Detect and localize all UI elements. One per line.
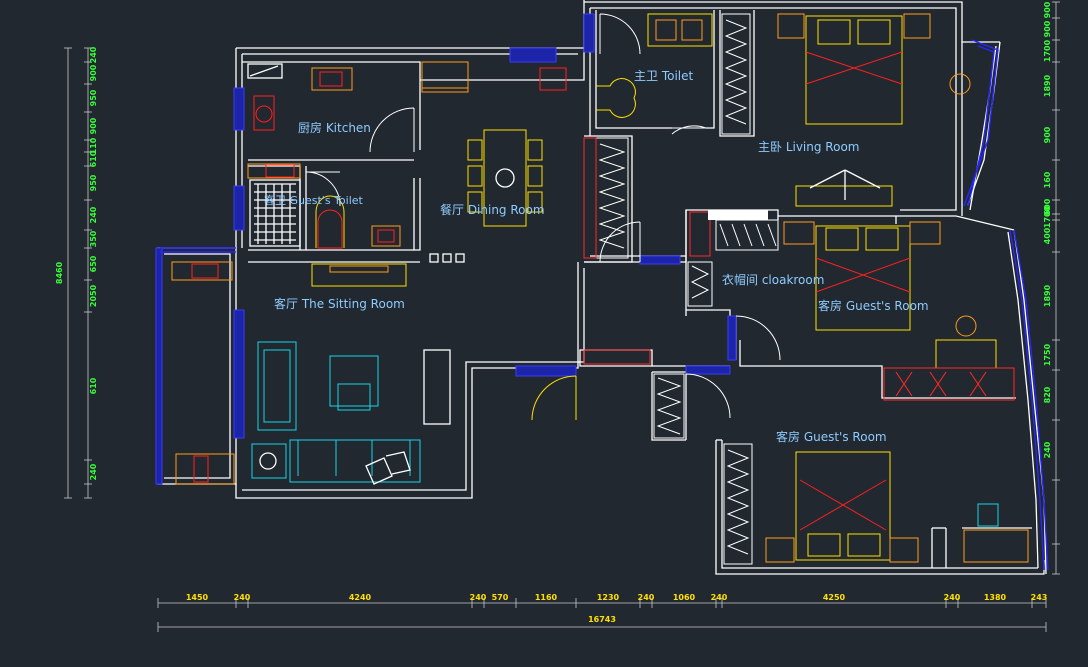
- dimension-total-width: 16743: [588, 615, 616, 624]
- dimension-left-0: 240: [89, 46, 98, 63]
- label-guest-room-1: 客房 Guest's Room: [818, 298, 929, 313]
- dimension-left-10: 2050: [89, 284, 98, 307]
- dimension-bottom-8: 1060: [673, 593, 696, 602]
- dimension-left-total: 8460: [55, 261, 64, 284]
- furniture: [171, 13, 1029, 565]
- label-guest-room-2: 客房 Guest's Room: [776, 429, 887, 444]
- dimension-bottom-3: 240: [470, 593, 487, 602]
- dimension-bottom-12: 1380: [984, 593, 1007, 602]
- dimension-right-5: 160: [1043, 171, 1052, 188]
- dimension-bottom-10: 4250: [823, 593, 846, 602]
- dimensions-right: 9009001700189090016060017004001890175082…: [1043, 1, 1060, 575]
- dimension-right-2: 1700: [1043, 39, 1052, 62]
- dimension-right-6: 600: [1043, 198, 1052, 215]
- label-kitchen: 厨房 Kitchen: [298, 120, 371, 135]
- dimension-bottom-11: 240: [944, 593, 961, 602]
- dimension-left-11: 610: [89, 377, 98, 394]
- dimension-right-4: 900: [1043, 126, 1052, 143]
- dimension-right-11: 820: [1043, 386, 1052, 403]
- dimension-bottom-4: 570: [492, 593, 509, 602]
- room-labels: 厨房 Kitchen 客卫 Guest's Toilet 餐厅 Dining R…: [264, 69, 929, 444]
- dimension-bottom-7: 240: [638, 593, 655, 602]
- dimension-right-12: 240: [1043, 441, 1052, 458]
- dimension-right-1: 900: [1043, 20, 1052, 37]
- dimension-bottom-1: 240: [234, 593, 251, 602]
- label-guest-toilet: 客卫 Guest's Toilet: [264, 193, 364, 207]
- dimension-right-7: 1700: [1043, 205, 1052, 228]
- label-cloakroom: 衣帽间 cloakroom: [722, 272, 824, 287]
- dimension-bottom-0: 1450: [186, 593, 209, 602]
- dimension-bottom-13: 243: [1031, 593, 1048, 602]
- label-master-toilet: 主卫 Toilet: [634, 69, 693, 83]
- dimension-right-10: 1750: [1043, 343, 1052, 366]
- dimensions-bottom: 1450 240 4240 240 570 1160 1230 240 1060 240 4250 2…: [157, 593, 1048, 632]
- dimension-left-8: 350: [89, 230, 98, 247]
- dimension-left-3: 900: [89, 117, 98, 134]
- dimension-right-8: 400: [1043, 227, 1052, 244]
- label-dining-room: 餐厅 Dining Room: [440, 202, 545, 217]
- dimension-left-7: 240: [89, 206, 98, 223]
- dimension-bottom-2: 4240: [349, 593, 372, 602]
- dimension-bottom-6: 1230: [597, 593, 620, 602]
- dimension-left-5: 610: [89, 150, 98, 167]
- dimension-bottom-9: 240: [711, 593, 728, 602]
- dimension-left-12: 240: [89, 463, 98, 480]
- dimension-left-2: 950: [89, 89, 98, 106]
- dimension-left-9: 650: [89, 255, 98, 272]
- dimension-left-4: 110: [89, 137, 98, 154]
- dimension-left-6: 950: [89, 174, 98, 191]
- windows: [155, 13, 1049, 571]
- dimension-left-1: 900: [89, 64, 98, 81]
- dimension-right-9: 1890: [1043, 284, 1052, 307]
- dimension-right-3: 1890: [1043, 74, 1052, 97]
- dimension-right-0: 900: [1043, 1, 1052, 18]
- front-door: [531, 375, 577, 421]
- dimension-bottom-5: 1160: [535, 593, 558, 602]
- label-master-bedroom: 主卧 Living Room: [758, 140, 859, 154]
- label-sitting-room: 客厅 The Sitting Room: [274, 296, 405, 311]
